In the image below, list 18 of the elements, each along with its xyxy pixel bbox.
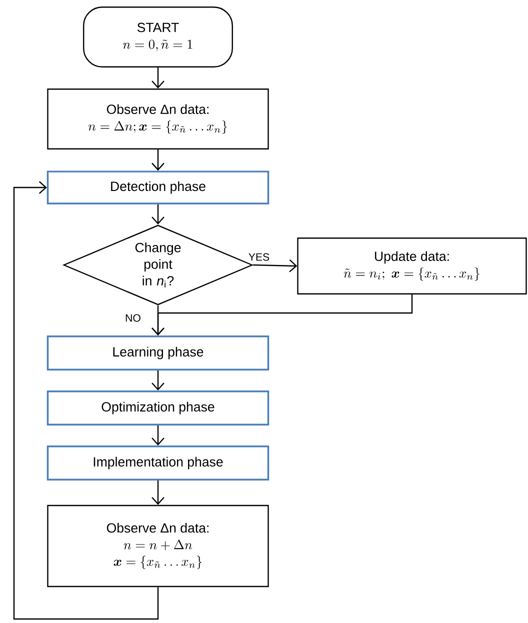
arrow: [152, 480, 164, 505]
arrow: [152, 68, 164, 89]
arrow: [152, 150, 164, 171]
start-terminal: START $n = 0, \tilde{n} = 1$: [83, 6, 233, 68]
arrow: [152, 425, 164, 446]
arrow: [252, 259, 298, 272]
phase-box: Detection phase: [46, 170, 270, 204]
process-box: Update data: $\tilde{n} = n_i;\ \boldsymbol{x} = \{x_{\tilde{n}} \dots x_n\}$: [297, 238, 527, 294]
phase-box: Optimization phase: [46, 390, 270, 426]
arrow: [152, 204, 164, 225]
edge-label: NO: [124, 312, 142, 324]
arrow: [152, 294, 413, 336]
arrow: [13, 181, 159, 620]
process-box: Observe Δn data: $n = n + \Delta n$ $\boldsymbol{x} = \{x_{\tilde{n}} \dots x_n\}$: [47, 504, 269, 588]
phase-box: Implementation phase: [46, 446, 270, 480]
phase-box: Learning phase: [46, 336, 270, 370]
arrow: [152, 370, 164, 391]
process-box: Observe Δn data: $n = \Delta n; \boldsymbol{x} = \{x_{\tilde{n}} \dots x_n\}$: [47, 88, 269, 150]
